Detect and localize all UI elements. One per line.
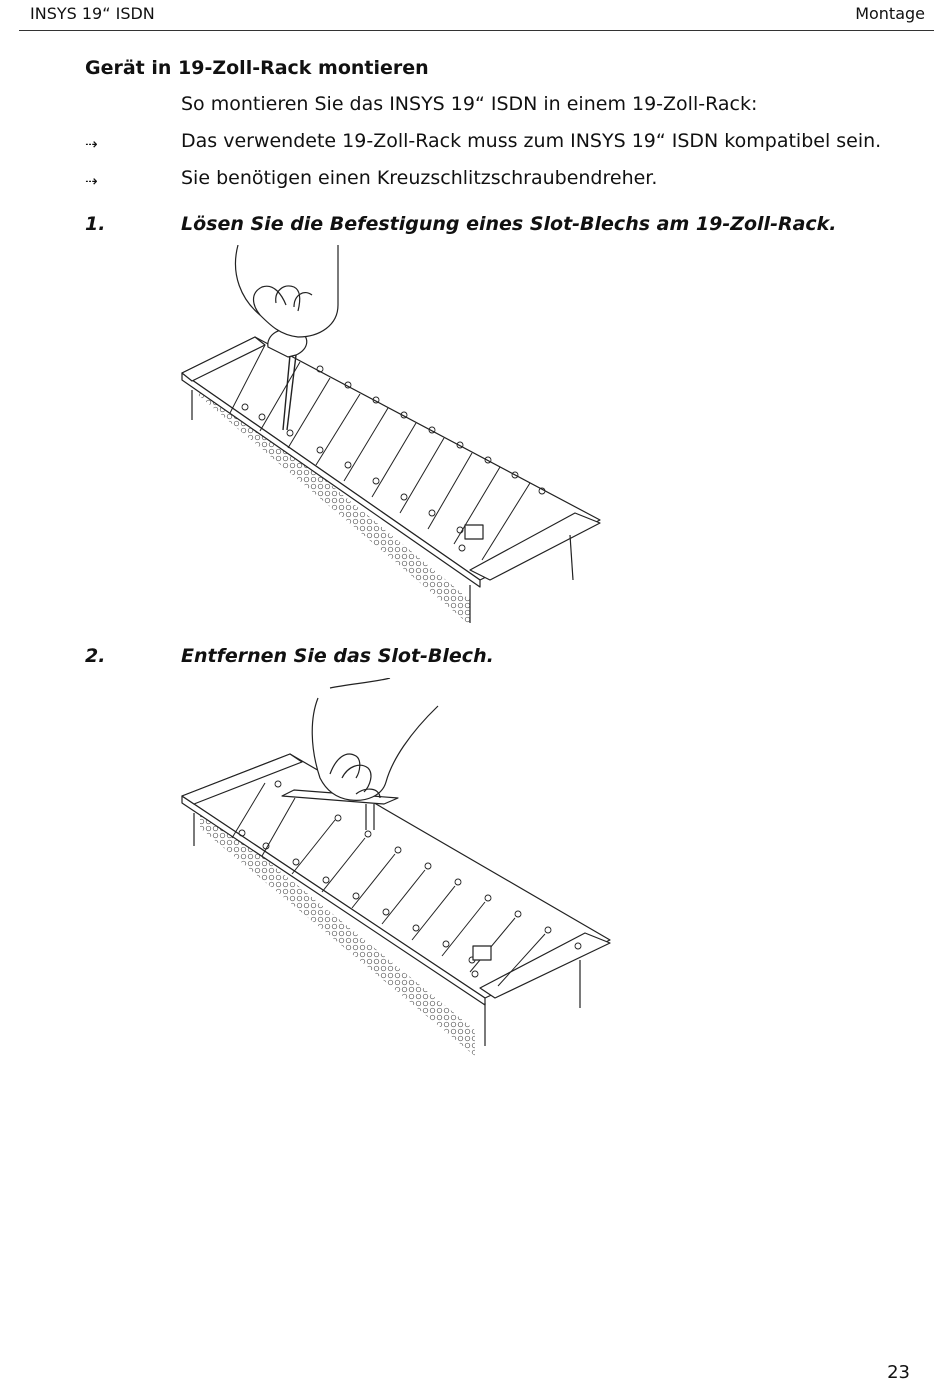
header-rule bbox=[19, 30, 934, 31]
step-number: 2. bbox=[85, 645, 106, 667]
intro-text: So montieren Sie das INSYS 19“ ISDN in e… bbox=[181, 93, 758, 115]
bullet-arrow-icon: ⇢ bbox=[85, 135, 98, 153]
section-title: Gerät in 19-Zoll-Rack montieren bbox=[85, 57, 429, 79]
rack-screwdriver-illustration bbox=[181, 245, 601, 625]
prerequisite-item: Das verwendete 19-Zoll-Rack muss zum INS… bbox=[181, 130, 882, 152]
step-number: 1. bbox=[85, 213, 106, 235]
step-text: Entfernen Sie das Slot-Blech. bbox=[181, 645, 494, 667]
prerequisite-item: Sie benötigen einen Kreuzschlitzschraube… bbox=[181, 167, 658, 189]
page-number: 23 bbox=[887, 1362, 910, 1383]
header-right: Montage bbox=[855, 4, 925, 23]
header-left: INSYS 19“ ISDN bbox=[30, 4, 155, 23]
rack-slot-removal-illustration bbox=[181, 678, 611, 1056]
bullet-arrow-icon: ⇢ bbox=[85, 172, 98, 190]
step-text: Lösen Sie die Befestigung eines Slot-Ble… bbox=[181, 213, 837, 235]
